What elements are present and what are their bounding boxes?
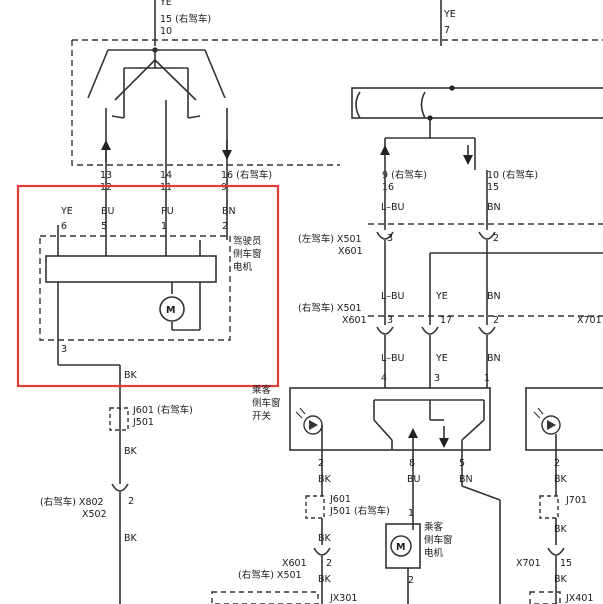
conn-j501: J501	[132, 417, 154, 428]
passenger-switch: 乘客 侧车窗 开关	[252, 384, 491, 451]
indicator-lamp-icon-2	[541, 415, 561, 435]
right-switch-block	[351, 85, 603, 170]
conn-x502: X502	[82, 509, 107, 520]
wire-bn-4: BN	[459, 474, 473, 485]
wire-ye-1: YE	[435, 291, 448, 302]
rear-pin-2: 2	[554, 458, 560, 469]
left-ground-chain: J601 (右驾车) J501 BK (右驾车) X802 X502 2 BK	[40, 404, 193, 604]
pin-15-right: 15	[487, 182, 499, 193]
conn-j501-b: J501 (右驾车)	[329, 505, 390, 517]
conn-x802-pin: 2	[128, 496, 134, 507]
rear-window-module: 2 BK J701 BK X701 15 BK JX401	[516, 387, 603, 604]
switch-pin-1: 1	[484, 373, 490, 384]
rear-wire-bk-3: BK	[554, 574, 568, 585]
top-wires: 15 (右驾车) 10 YE YE 7	[154, 0, 456, 46]
switch-pin-3: 3	[434, 373, 440, 384]
highlight-box	[16, 184, 280, 388]
rear-pin-15: 15	[560, 558, 572, 569]
driver-pin-5: 5	[101, 221, 107, 232]
pass-switch-label-3: 开关	[252, 410, 272, 422]
driver-wire-pu: PU	[161, 206, 174, 217]
conn-j601: J601 (右驾车)	[132, 404, 193, 416]
conn-jx301: JX301	[329, 593, 357, 604]
switch-pin-4: 4	[381, 373, 387, 384]
wire-lbu-1: L–BU	[381, 202, 405, 213]
wire-label-top-7: 7	[444, 25, 450, 36]
pin-9: 9	[221, 182, 227, 193]
pin-16-right: 16	[382, 182, 394, 193]
center-wires: L–BU BN (左驾车) X501 X601 3 2 L–BU YE BN (…	[298, 170, 603, 388]
driver-motor-symbol: M	[166, 305, 175, 316]
wire-bk-2: BK	[124, 446, 138, 457]
pass-motor-symbol: M	[396, 542, 405, 553]
pass-motor-pin-2: 2	[408, 575, 414, 586]
driver-wire-bn: BN	[222, 206, 236, 217]
driver-motor-icon	[159, 296, 185, 322]
driver-pin-6: 6	[61, 221, 67, 232]
driver-wire-bu: BU	[101, 206, 115, 217]
pass-wire-bk-2: BK	[318, 533, 332, 544]
wire-lbu-2: L–BU	[381, 291, 405, 302]
conn-jx401: JX401	[565, 593, 593, 604]
wire-label-top-15: 15 (右驾车)	[160, 13, 211, 25]
pass-motor-pin-1: 1	[408, 508, 414, 519]
driver-pin-3: 3	[61, 344, 67, 355]
conn-pin-3-a: 3	[387, 233, 393, 244]
conn-x601-a: X601	[338, 246, 363, 257]
driver-window-switch	[71, 39, 603, 170]
driver-pin-1: 1	[161, 221, 167, 232]
conn-pin-3-b: 3	[387, 315, 393, 326]
wire-bn-1: BN	[487, 202, 501, 213]
wire-label-top-ye: YE	[159, 0, 172, 8]
driver-motor-section: YE BU PU BN 6 5 1 2 M 驾驶员 侧车窗 电机 3 BK	[39, 170, 262, 410]
driver-wire-ye: YE	[60, 206, 73, 217]
pin-10-right: 10 (右驾车)	[487, 169, 538, 181]
pass-motor-label-1: 乘客	[424, 521, 444, 533]
pass-motor-icon	[390, 535, 412, 557]
wire-bn-3: BN	[487, 353, 501, 364]
conn-x501-right: (右驾车) X501	[298, 302, 362, 314]
wire-bn-2: BN	[487, 291, 501, 302]
passenger-lower: 2 BK J601 J501 (右驾车) BK X601 (右驾车) X501 …	[211, 450, 501, 604]
wire-lbu-3: L–BU	[381, 353, 405, 364]
pass-motor-label-3: 电机	[424, 547, 444, 559]
switch-pin-8: 8	[409, 458, 415, 469]
wire-label-top-ye-right: YE	[443, 9, 456, 20]
pass-switch-label-1: 乘客	[252, 384, 272, 396]
rear-wire-bk: BK	[554, 474, 568, 485]
conn-x701-b: X701	[516, 558, 541, 569]
conn-pin-2-b: 2	[493, 315, 499, 326]
switch-pin-5: 5	[459, 458, 465, 469]
driver-ground-bk: BK	[124, 370, 138, 381]
conn-x501-c: (右驾车) X501	[238, 569, 302, 581]
conn-x802: (右驾车) X802	[40, 496, 104, 508]
conn-pin-2-a: 2	[493, 233, 499, 244]
conn-j701: J701	[565, 495, 587, 506]
conn-x601-b: X601	[342, 315, 367, 326]
pass-pin-2: 2	[318, 458, 324, 469]
driver-motor-label-2: 侧车窗	[233, 248, 262, 260]
pass-motor-label-2: 侧车窗	[424, 534, 453, 546]
pin-9-right: 9 (右驾车)	[382, 169, 427, 181]
driver-motor-label-3: 电机	[233, 261, 253, 273]
wire-ye-2: YE	[435, 353, 448, 364]
driver-pin-2: 2	[222, 221, 228, 232]
conn-x601-c: X601	[282, 558, 307, 569]
pass-switch-label-2: 侧车窗	[252, 397, 281, 409]
rear-wire-bk-2: BK	[554, 524, 568, 535]
pass-wire-bk: BK	[318, 474, 332, 485]
conn-pin-17: 17	[440, 315, 452, 326]
pass-wire-bk-3: BK	[318, 574, 332, 585]
pass-pin-2-b: 2	[326, 558, 332, 569]
pin-16: 16 (右驾车)	[221, 169, 272, 181]
conn-x501-left: (左驾车) X501	[298, 233, 362, 245]
conn-j601-b: J601	[329, 494, 351, 505]
driver-motor-label-1: 驾驶员	[233, 235, 262, 247]
wire-label-top-10: 10	[160, 26, 172, 37]
wire-bu: BU	[407, 474, 421, 485]
wire-bk-3: BK	[124, 533, 138, 544]
conn-x701: X701	[577, 315, 602, 326]
